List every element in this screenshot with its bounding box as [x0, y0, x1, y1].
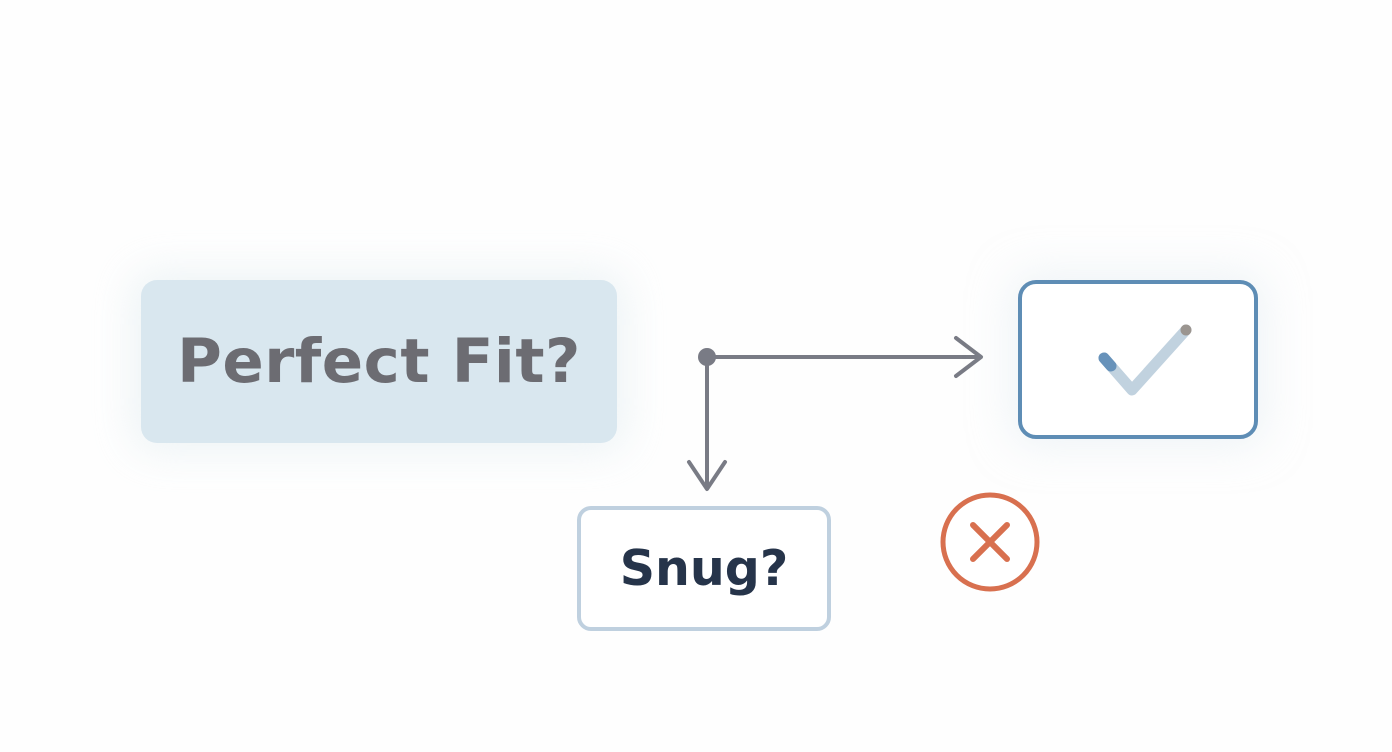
question-label: Perfect Fit?	[177, 326, 581, 397]
question-box: Perfect Fit?	[141, 280, 617, 443]
secondary-box: Snug?	[577, 506, 831, 631]
secondary-label: Snug?	[619, 540, 789, 597]
yes-outcome-box	[1018, 280, 1258, 439]
arrowhead-right	[954, 336, 983, 378]
arrowhead-down	[687, 460, 727, 491]
checkmark-icon	[1098, 324, 1192, 396]
junction-dot	[698, 348, 716, 366]
cross-circle-icon	[940, 492, 1040, 592]
